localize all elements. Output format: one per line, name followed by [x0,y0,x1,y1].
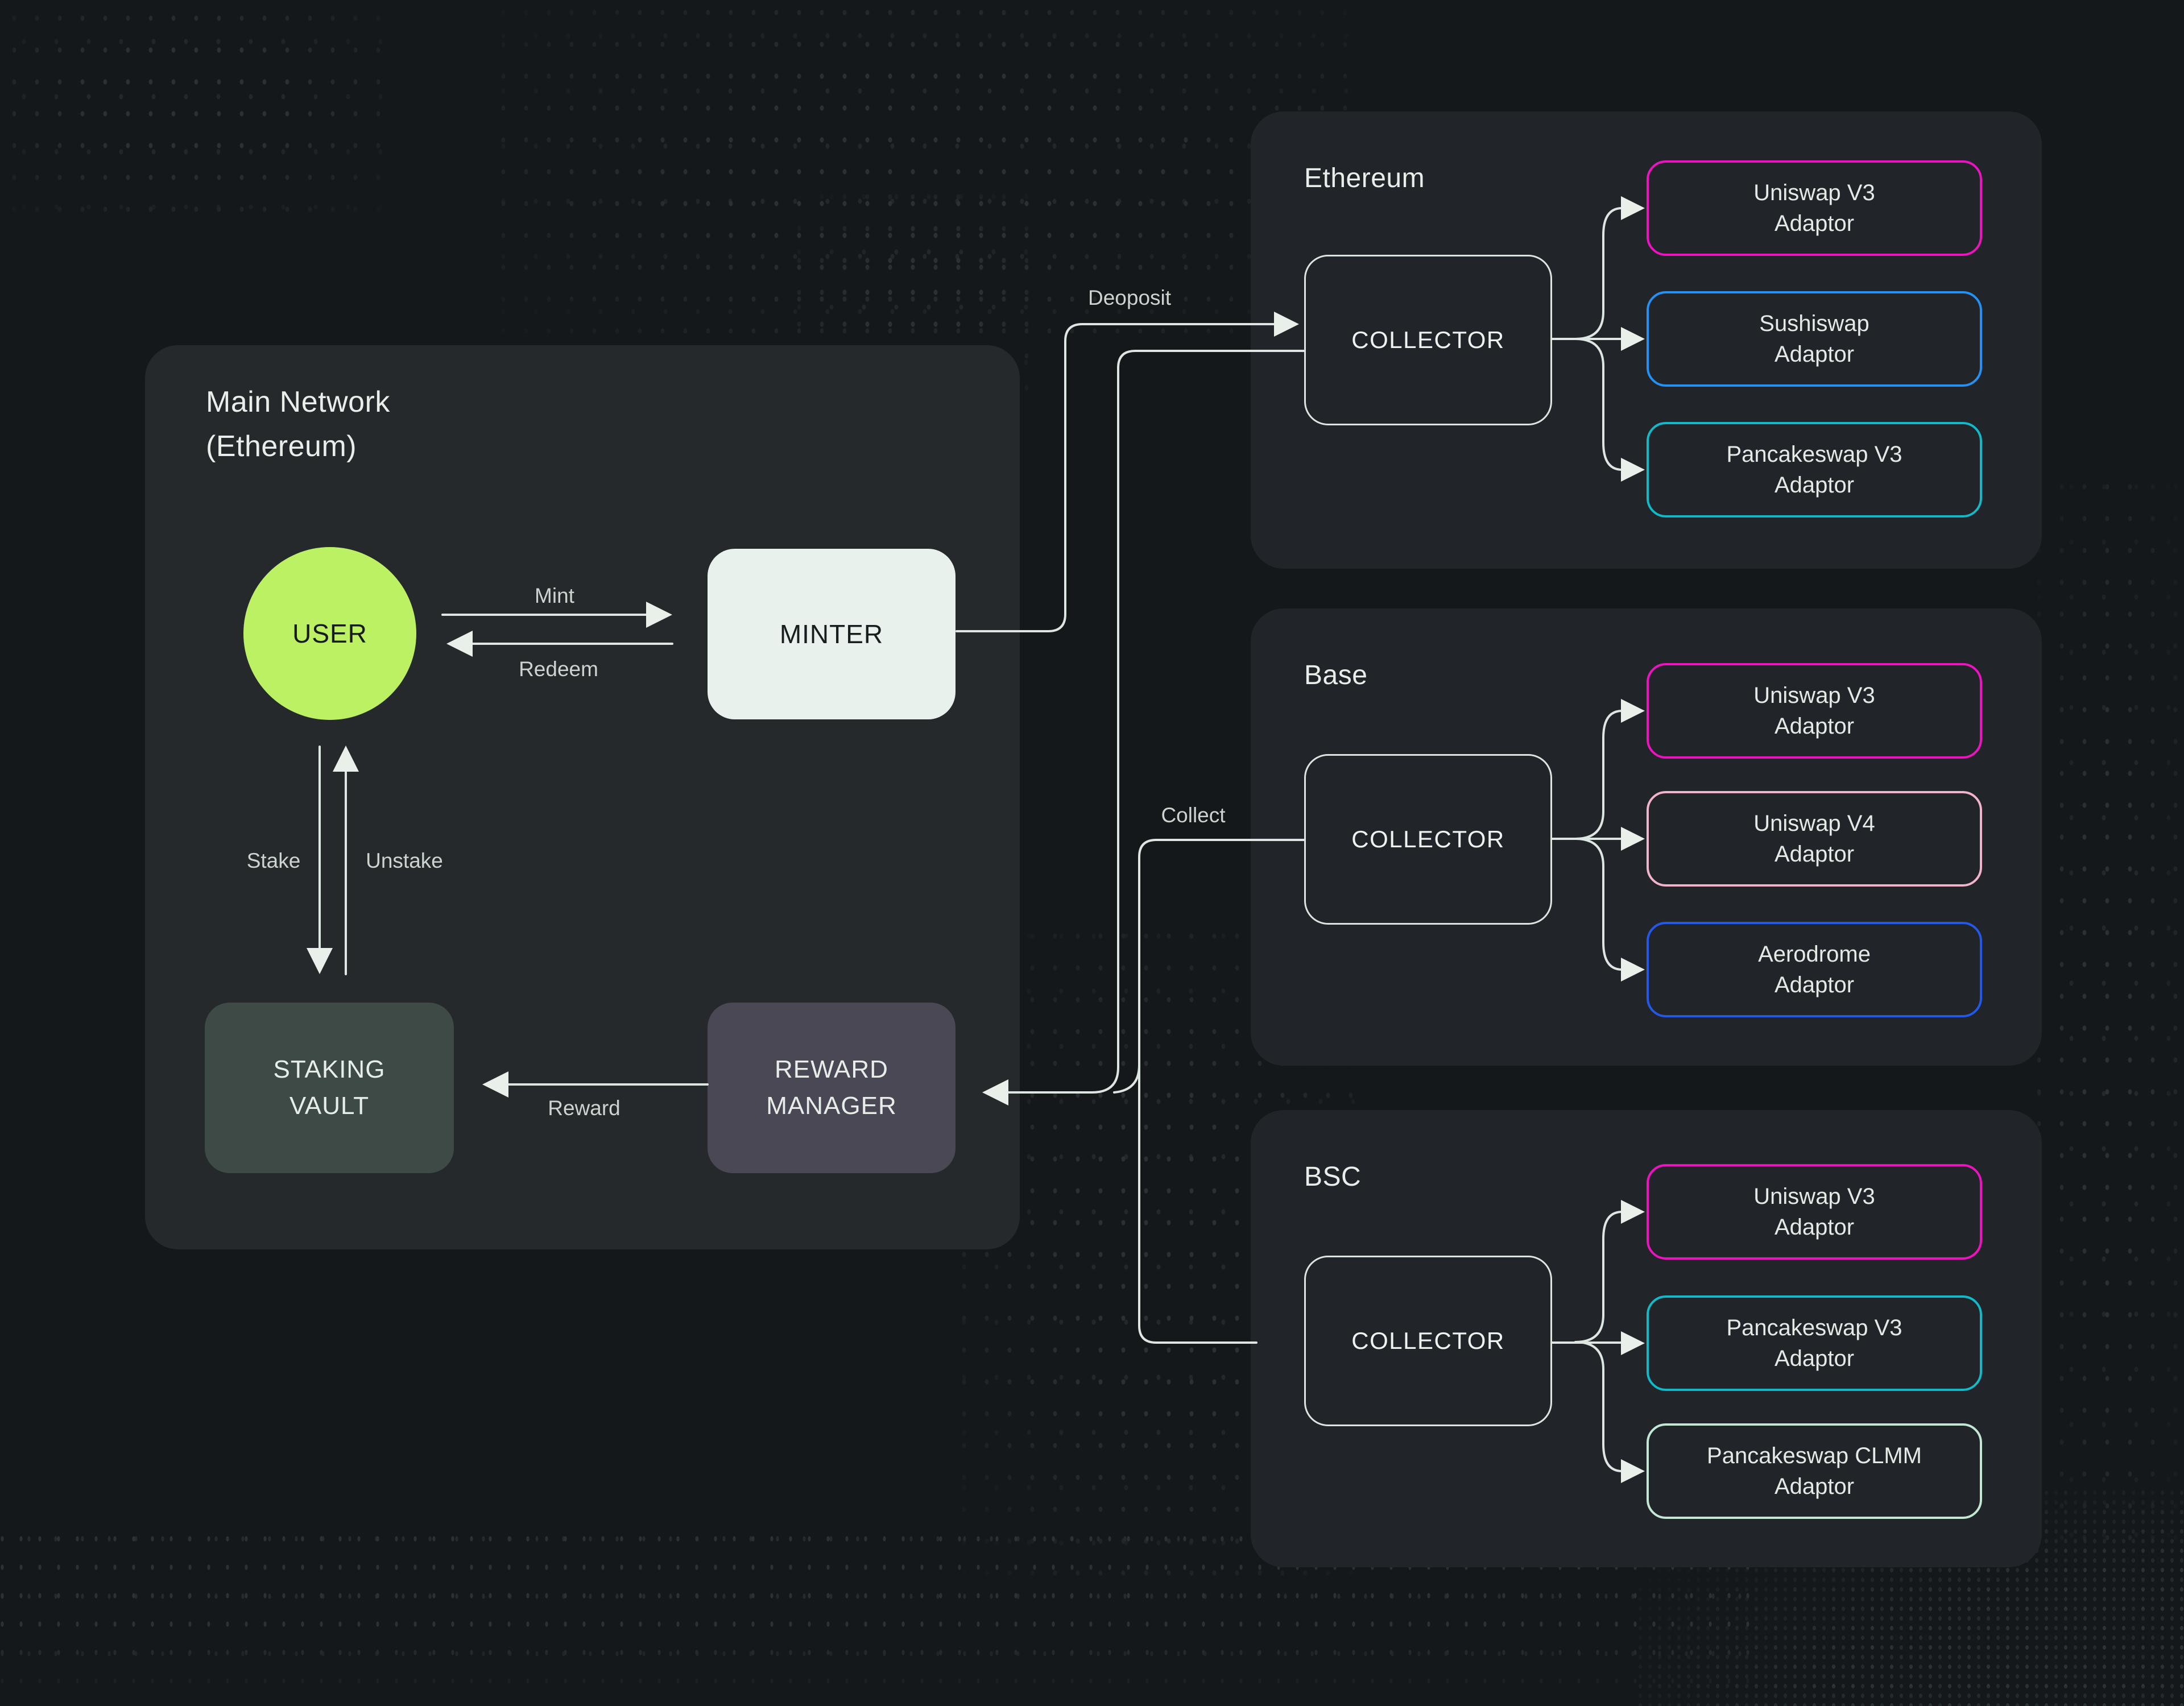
unstake-arrowhead [333,746,359,772]
minter-node: MINTER [708,549,956,719]
collect-line-ethereum [1007,350,1305,1094]
reward-label: Reward [548,1096,621,1120]
deposit-arrowhead [1274,312,1299,337]
adaptor-ethereum-pancakeswap-v3: Pancakeswap V3 Adaptor [1647,422,1982,517]
adaptor-name: Uniswap V3 [1753,683,1875,708]
adaptor-type: Adaptor [1774,714,1855,739]
adaptor-ethereum-sushiswap: Sushiswap Adaptor [1647,291,1982,387]
main-network-title: Main Network (Ethereum) [206,386,390,463]
adaptor-type: Adaptor [1774,1346,1855,1371]
mint-label: Mint [535,584,574,607]
adaptor-type: Adaptor [1774,342,1855,367]
adaptor-base-uniswap-v4: Uniswap V4 Adaptor [1647,791,1982,887]
adaptor-base-aerodrome: Aerodrome Adaptor [1647,922,1982,1017]
adaptor-type: Adaptor [1774,842,1855,867]
adaptor-bsc-uniswap-v3: Uniswap V3 Adaptor [1647,1164,1982,1260]
mint-arrowhead [646,602,672,628]
adaptor-name: Uniswap V4 [1753,811,1875,836]
bsc-panel [1251,1110,2042,1567]
base-panel [1251,608,2042,1066]
ethereum-panel [1251,111,2042,569]
adaptor-type: Adaptor [1774,473,1855,498]
adaptor-type: Adaptor [1774,1474,1855,1499]
adaptor-name: Pancakeswap CLMM [1707,1443,1922,1468]
adaptor-type: Adaptor [1774,972,1855,997]
adaptor-name: Uniswap V3 [1753,180,1875,205]
adaptor-ethereum-uniswap-v3: Uniswap V3 Adaptor [1647,160,1982,256]
reward-arrowhead [482,1071,508,1098]
stake-label: Stake [246,849,301,872]
stake-arrowhead [307,948,333,974]
deposit-label: Deoposit [1087,286,1172,309]
user-node: USER [243,547,416,720]
collect-label: Collect [1161,804,1226,827]
adaptor-type: Adaptor [1774,211,1855,236]
ethereum-collector-node: COLLECTOR [1304,255,1552,425]
adaptor-bsc-pancakeswap-clmm: Pancakeswap CLMM Adaptor [1647,1423,1982,1519]
adaptor-name: Uniswap V3 [1753,1184,1875,1209]
base-title: Base [1304,660,1368,690]
adaptor-name: Aerodrome [1758,942,1871,967]
unstake-label: Unstake [366,849,443,872]
adaptor-bsc-pancakeswap-v3: Pancakeswap V3 Adaptor [1647,1295,1982,1391]
redeem-arrowhead [446,631,473,657]
bsc-title: BSC [1304,1162,1362,1192]
adaptor-type: Adaptor [1774,1215,1855,1240]
adaptor-name: Sushiswap [1759,311,1869,336]
adaptor-name: Pancakeswap V3 [1726,1315,1902,1340]
deposit-line [956,323,1275,632]
adaptor-name: Pancakeswap V3 [1726,442,1902,467]
bsc-collector-node: COLLECTOR [1304,1256,1552,1426]
redeem-label: Redeem [519,657,598,681]
staking-vault-node: STAKING VAULT [205,1003,454,1173]
collect-line-base-bsc [1138,839,1305,1344]
ethereum-title: Ethereum [1304,163,1425,193]
collect-arrowhead [982,1079,1008,1105]
adaptor-base-uniswap-v3: Uniswap V3 Adaptor [1647,663,1982,759]
reward-manager-node: REWARD MANAGER [708,1003,956,1173]
